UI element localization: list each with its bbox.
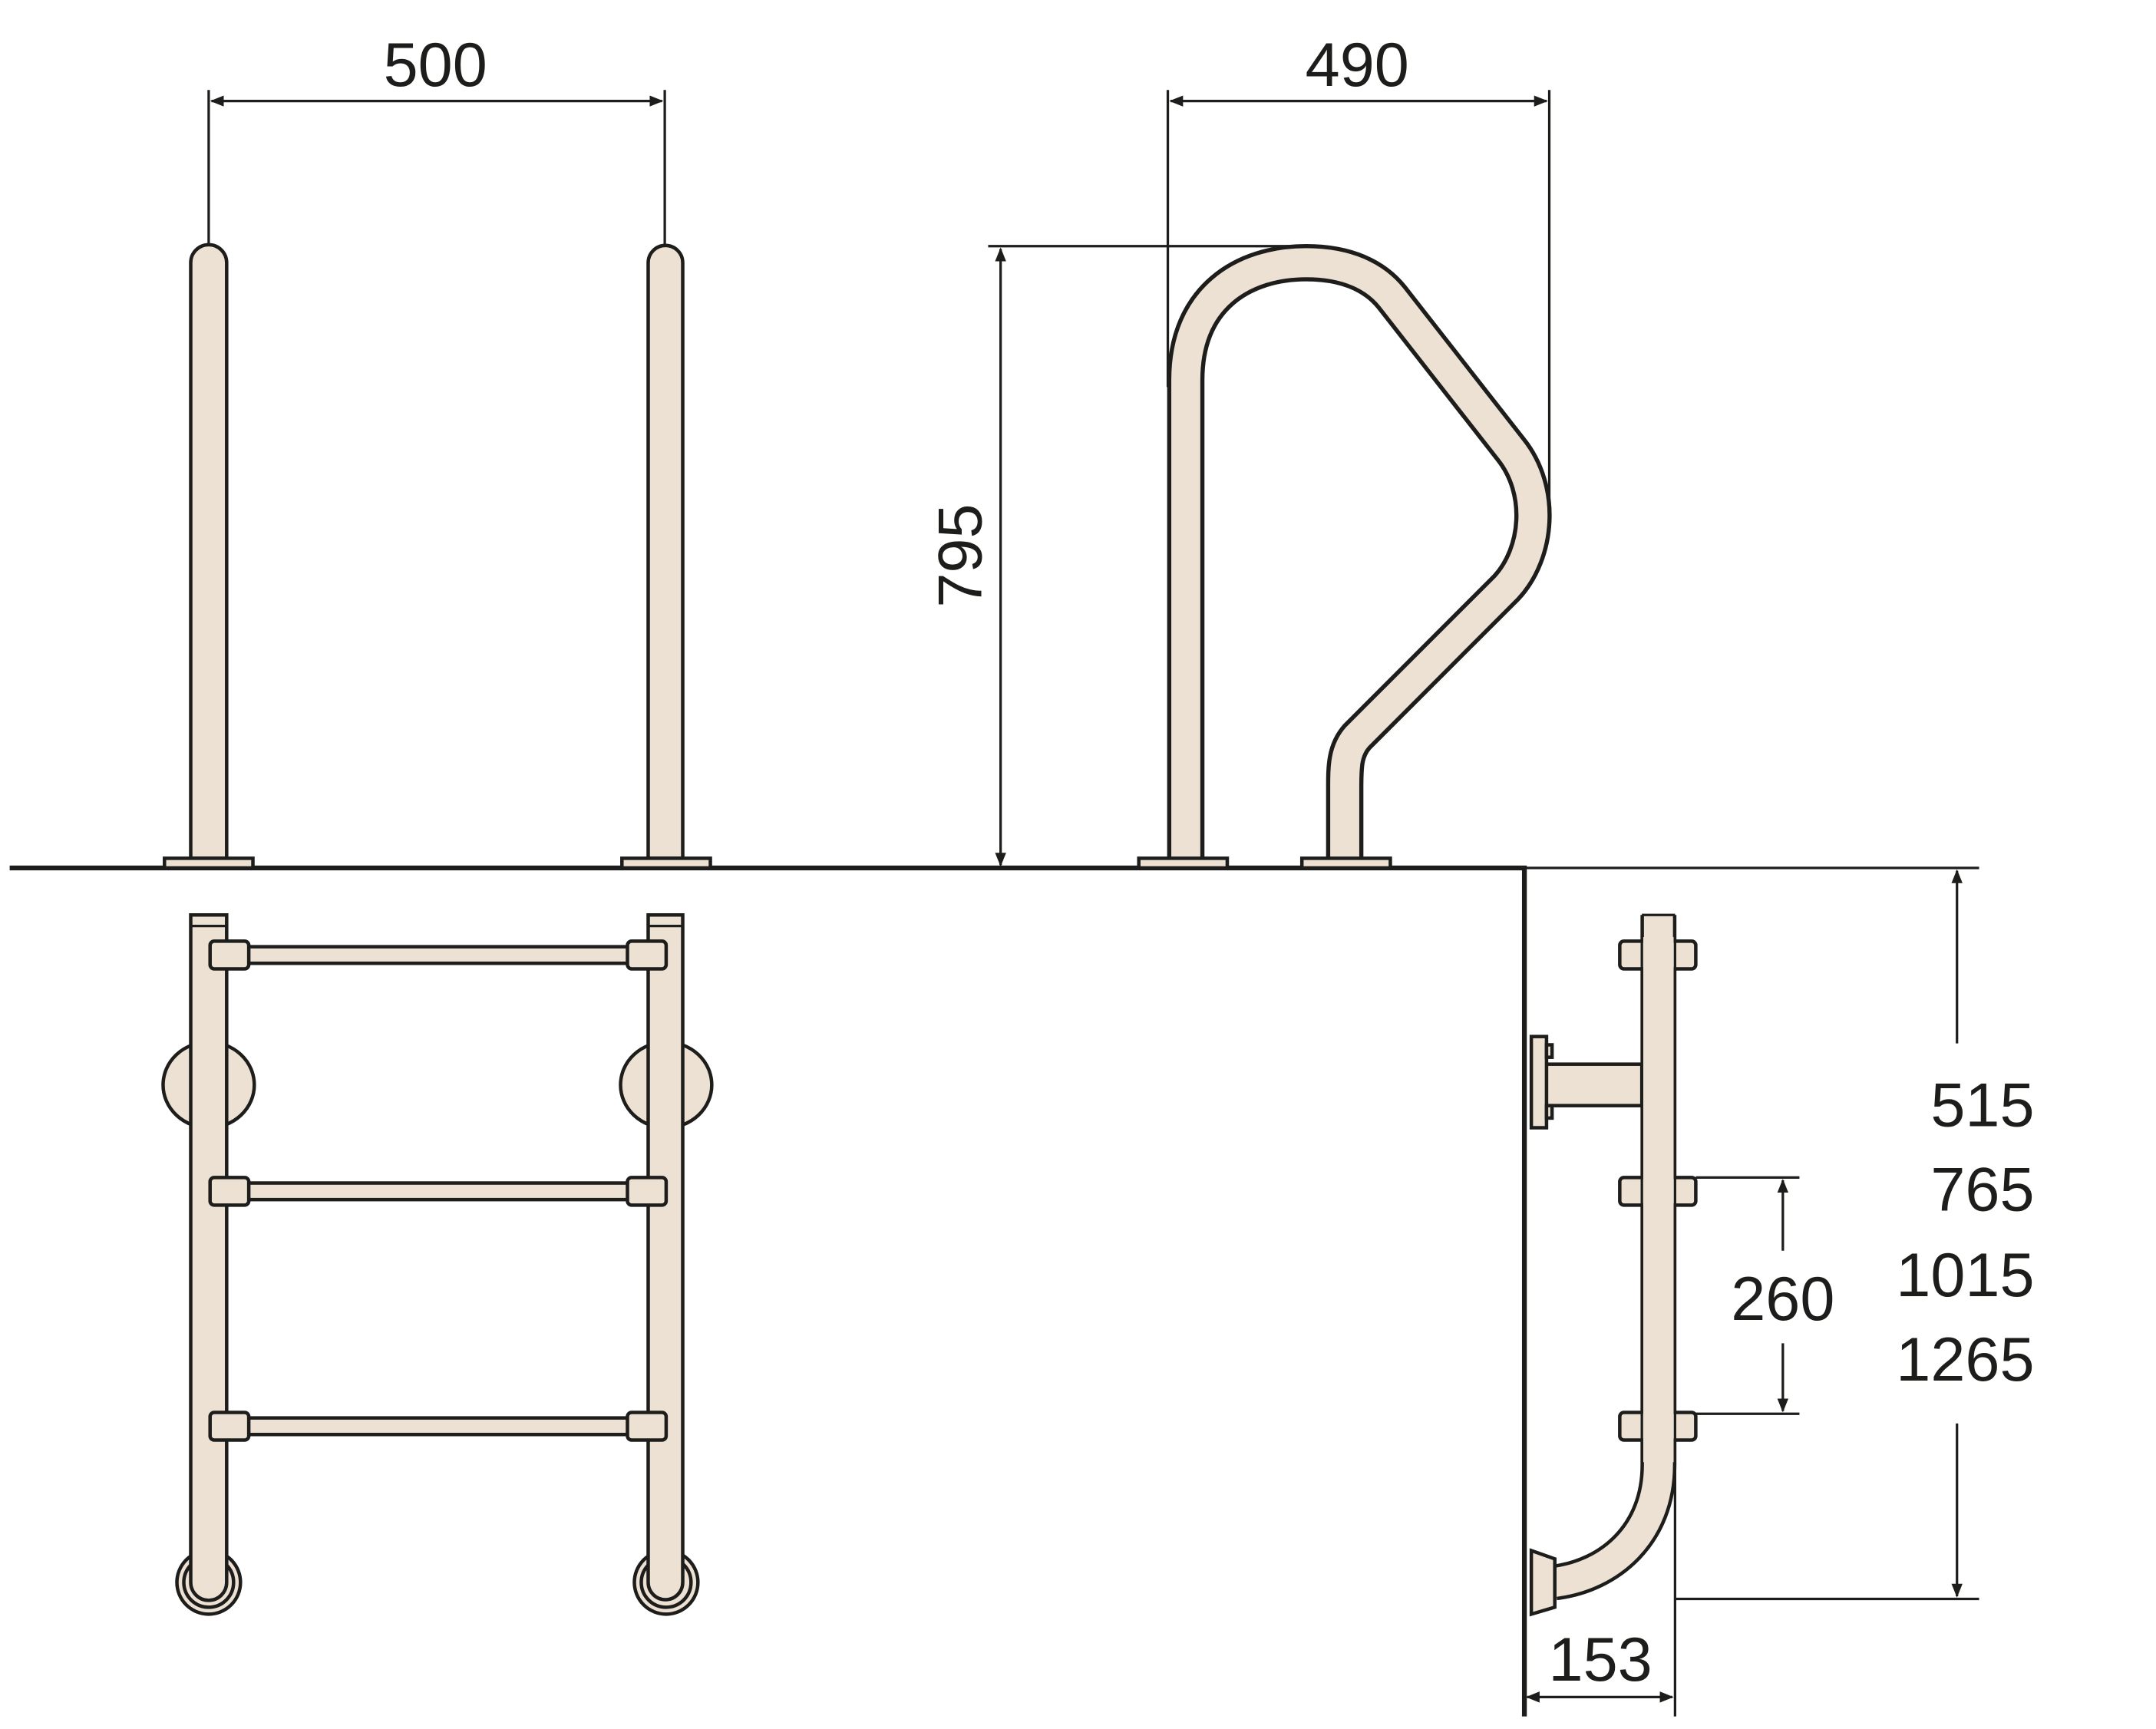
depth-label: 1015	[1896, 1241, 2034, 1310]
dimension-153: 153	[1525, 1464, 1676, 1717]
depth-label: 1265	[1896, 1325, 2034, 1394]
dimension-500: 500	[207, 31, 666, 246]
depth-label: 765	[1930, 1156, 2034, 1225]
step	[208, 939, 669, 971]
dimension-label: 795	[926, 503, 995, 607]
dimension-490: 490	[1166, 31, 1551, 509]
ladder-front-posts	[163, 243, 712, 870]
dimension-label: 260	[1731, 1265, 1834, 1334]
step	[208, 1411, 669, 1442]
handrail	[1137, 244, 1552, 870]
dimension-label: 153	[1549, 1625, 1652, 1694]
step	[208, 1176, 669, 1207]
ladder-front-lower	[161, 912, 714, 1616]
dimension-795: 795	[926, 245, 1306, 867]
depth-label: 515	[1930, 1071, 2034, 1140]
dimension-label: 500	[384, 31, 487, 100]
ladder-side-view	[1529, 913, 1698, 1617]
dimension-label: 490	[1306, 31, 1409, 100]
dimension-260: 260	[1695, 1176, 1834, 1415]
dimension-depth: 515 765 1015 1265	[1675, 869, 2035, 1601]
pool-edge	[9, 865, 1979, 1717]
